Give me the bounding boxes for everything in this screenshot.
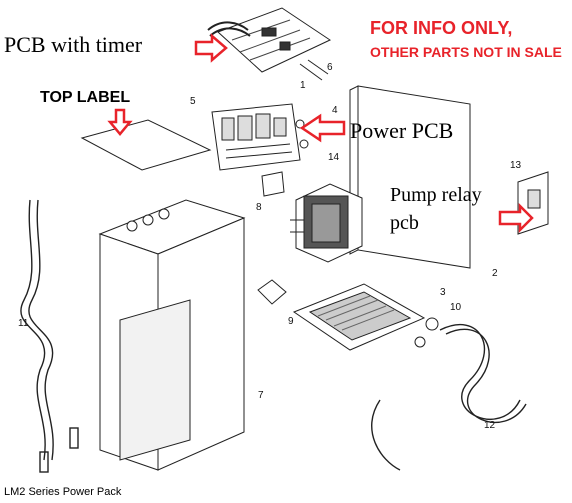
notice-line2: OTHER PARTS NOT IN SALE [370,44,562,60]
callout-7: 7 [258,390,264,401]
notice-line1: FOR INFO ONLY, [370,18,513,38]
callout-13: 13 [510,160,522,171]
callout-11: 11 [18,318,29,329]
pump-relay-label-line2: pcb [390,212,419,234]
top-label-sheet [80,119,212,171]
diagram-caption: LM2 Series Power Pack [4,486,122,498]
callout-4: 4 [332,105,338,116]
pump-relay-label: Pump relay [390,184,482,206]
arrow-top-label [107,108,133,136]
power-pcb-label: Power PCB [350,118,454,143]
callout-1: 1 [300,80,306,91]
back-panel [349,85,471,269]
callout-12: 12 [484,420,496,431]
callout-2: 2 [492,268,498,279]
timer-pcb [207,7,332,81]
top-label-title: TOP LABEL [40,89,131,106]
callout-6: 6 [327,62,333,73]
transformer [290,183,363,263]
base-tray [292,283,426,351]
arrow-pump-relay [498,202,534,234]
arrow-pcb-timer [194,33,228,63]
callout-3: 3 [440,287,446,298]
terminal-parts [257,279,439,348]
callout-8: 8 [256,202,262,213]
callout-14: 14 [328,152,340,163]
arrow-power-pcb [299,113,346,143]
callout-9: 9 [288,316,294,327]
cable-left [20,199,79,473]
power-pcb [211,103,309,197]
pcb-timer-label: PCB with timer [4,32,143,57]
pointer-arrows [107,33,534,234]
enclosure [98,199,246,471]
callout-5: 5 [190,96,196,107]
cable-right [371,323,527,471]
callout-10: 10 [450,302,462,313]
